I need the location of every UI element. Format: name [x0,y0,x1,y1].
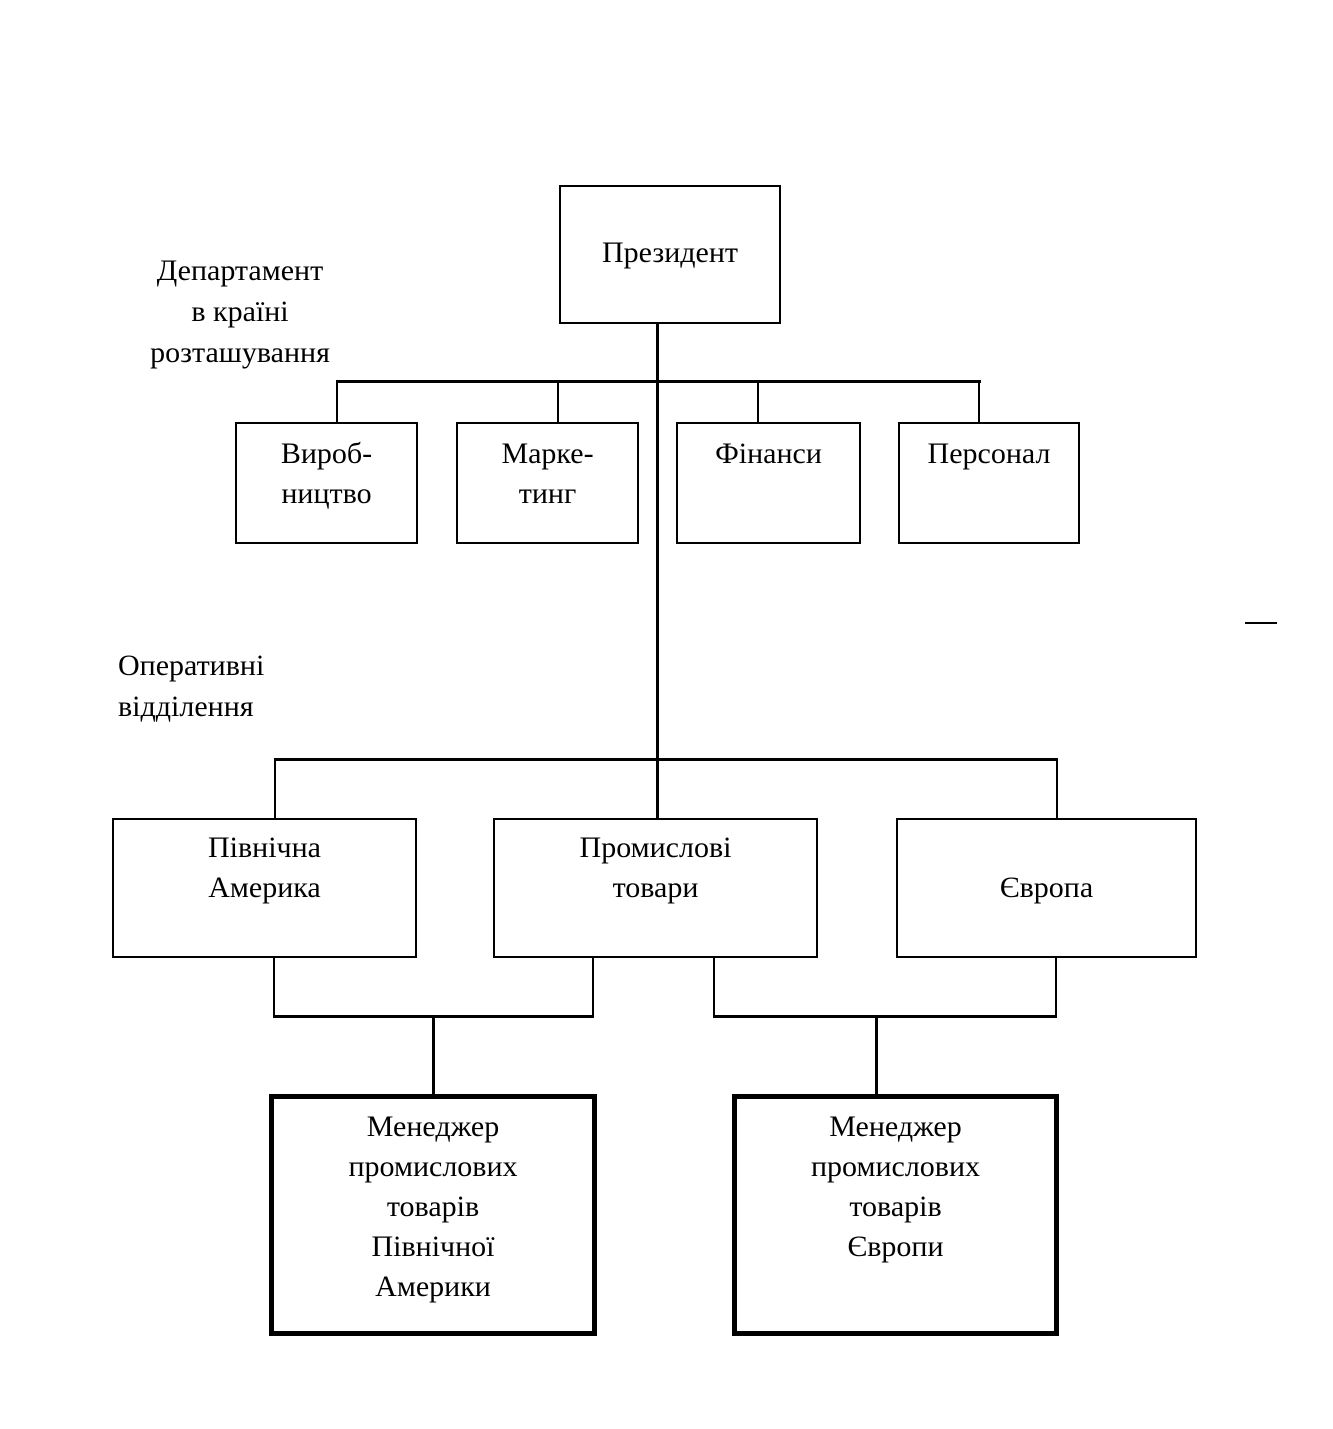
connector-na-down [273,956,275,1016]
node-production: Вироб- ництво [235,422,418,544]
node-president: Президент [559,185,781,324]
node-manager-europe: Менеджер промислових товарів Європи [732,1094,1059,1336]
node-marketing: Марке- тинг [456,422,639,544]
connector-production [336,380,338,424]
connector-ig-down-left [592,956,594,1016]
label-operating-divisions: Оперативні відділення [118,649,265,723]
node-north-america: Північна Америка [112,818,417,958]
connector-marketing [557,380,559,424]
connector-manager-na [432,1015,435,1097]
node-personnel: Персонал [898,422,1080,544]
connector-personnel [978,380,980,424]
connector-ig-eu-join [713,1015,1057,1018]
connector-divisions-bus [274,758,1058,761]
connector-north-america [274,758,276,820]
label-country-department: Департамент в країні розташування [150,254,330,369]
node-europe: Європа [896,818,1197,958]
connector-ig-down-right [713,956,715,1016]
node-finance: Фінанси [676,422,861,544]
connector-president-trunk [656,322,659,820]
node-industrial-goods: Промислові товари [493,818,818,958]
connector-manager-eu [875,1015,878,1097]
connector-europe [1056,758,1058,820]
node-manager-north-america: Менеджер промислових товарів Північної А… [269,1094,597,1336]
connector-departments-bus [336,380,981,383]
stray-mark [1245,622,1277,624]
connector-eu-down [1055,956,1057,1016]
connector-finance [757,380,759,424]
